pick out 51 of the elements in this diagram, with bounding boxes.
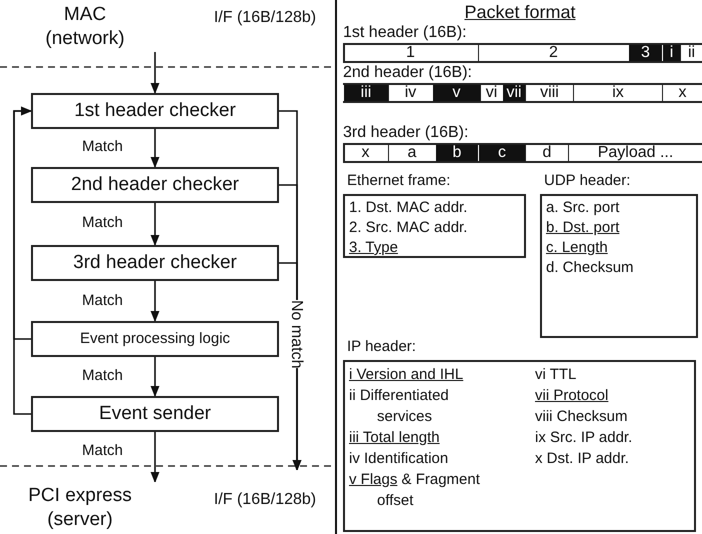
field-cell: Payload ... xyxy=(568,145,702,161)
process-box: Event sender xyxy=(31,396,279,432)
heading: 3rd header (16B): xyxy=(343,123,468,142)
field-name: 1. Dst. MAC addr. xyxy=(349,198,468,218)
field-name: x Dst. IP addr. xyxy=(535,449,630,469)
field-name: iv Identification xyxy=(349,449,450,469)
field-cell: iii xyxy=(343,85,388,101)
field-cell: b xyxy=(435,145,478,161)
field-cell: ix xyxy=(573,85,662,101)
field-name: i Version and IHL xyxy=(349,365,464,385)
field-cell-text: 1 xyxy=(405,45,416,61)
arrow xyxy=(150,129,160,168)
field-cell-text: x xyxy=(360,145,370,161)
process-box: 3rd header checker xyxy=(31,245,279,281)
heading: UDP header: xyxy=(544,172,630,189)
arrow xyxy=(150,432,160,484)
heading: 2nd header (16B): xyxy=(343,63,472,82)
arrow xyxy=(13,106,32,415)
field-name: ix Src. IP addr. xyxy=(535,428,634,448)
arrow xyxy=(150,52,160,94)
field-name: 3. Type xyxy=(349,238,399,258)
process-box: 1st header checker xyxy=(31,93,279,129)
section-title: Packet format xyxy=(463,2,577,24)
field-cell: ii xyxy=(680,45,702,61)
arrow xyxy=(150,357,160,398)
field-cell: 3 xyxy=(628,45,662,61)
field-cell: d xyxy=(525,145,568,161)
arrow xyxy=(150,281,160,322)
interface-label: I/F (16B/128b) xyxy=(212,8,318,28)
field-name: iii Total length xyxy=(349,428,441,448)
arrow xyxy=(150,203,160,246)
field-cell: c xyxy=(478,145,525,161)
field-name: vi TTL xyxy=(535,365,578,385)
field-name: 2. Src. MAC addr. xyxy=(349,218,468,238)
heading: 1st header (16B): xyxy=(343,23,467,42)
heading: IP header: xyxy=(347,338,416,355)
heading: Ethernet frame: xyxy=(347,172,450,189)
field-name: c. Length xyxy=(546,238,609,258)
field-name: b. Dst. port xyxy=(546,218,620,238)
field-cell: i xyxy=(662,45,680,61)
field-name: v Flags & Fragment offset xyxy=(349,470,481,511)
field-cell: viii xyxy=(525,85,573,101)
field-cell: vii xyxy=(502,85,525,101)
process-box: 2nd header checker xyxy=(31,167,279,203)
field-name: a. Src. port xyxy=(546,198,620,218)
field-cell: x xyxy=(662,85,702,101)
field-name: d. Checksum xyxy=(546,258,635,278)
field-cell: v xyxy=(432,85,480,101)
process-box: Event processing logic xyxy=(31,321,279,357)
field-name: viii Checksum xyxy=(535,407,629,427)
field-name: vii Protocol xyxy=(535,386,610,406)
